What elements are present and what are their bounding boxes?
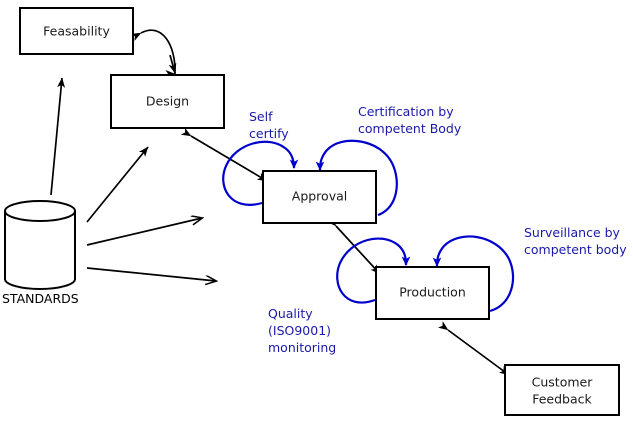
node-design-label: Design: [146, 94, 189, 109]
datastore-standards-label: STANDARDS: [2, 291, 79, 306]
datastore-standards[interactable]: STANDARDS: [2, 200, 79, 306]
node-customer-feedback-label-line2: Feedback: [532, 392, 592, 407]
connection-standards-to-feasability: [50, 77, 66, 196]
connection-standards-to-design: [86, 146, 149, 223]
annotation-self-certify: Self certify: [249, 109, 289, 141]
node-feasability[interactable]: Feasability: [19, 7, 134, 55]
loop-certification-competent-body: [315, 139, 398, 217]
node-customer-feedback-label-line1: Customer: [532, 375, 594, 390]
connection-production-customer-feedback: [437, 321, 510, 376]
annotation-quality-line1: Quality: [268, 306, 313, 321]
annotation-quality-line3: monitoring: [268, 340, 336, 355]
annotation-quality-line2: (ISO9001): [268, 323, 331, 338]
connection-standards-to-approval: [86, 218, 202, 246]
annotation-surveillance-line2: competent body: [524, 242, 627, 257]
annotation-surveillance-competent-body: Surveillance by competent body: [524, 225, 627, 257]
annotation-surveillance-line1: Surveillance by: [524, 225, 621, 240]
loop-surveillance-competent-body: [432, 235, 515, 313]
node-design[interactable]: Design: [110, 74, 225, 129]
node-approval-label: Approval: [292, 189, 347, 204]
node-production-label: Production: [399, 285, 466, 300]
connection-standards-to-production: [86, 267, 216, 281]
node-approval[interactable]: Approval: [262, 170, 377, 224]
annotation-self-certify-line2: certify: [249, 126, 289, 141]
annotation-certification-competent-body: Certification by competent Body: [358, 104, 462, 136]
node-production[interactable]: Production: [375, 266, 490, 320]
annotation-certification-line2: competent Body: [358, 121, 462, 136]
connection-design-to-feasability: [130, 29, 177, 75]
node-customer-feedback[interactable]: Customer Feedback: [504, 364, 620, 416]
annotation-self-certify-line1: Self: [249, 109, 273, 124]
loop-quality-monitoring: [336, 237, 411, 304]
annotation-certification-line1: Certification by: [358, 104, 454, 119]
annotation-quality-monitoring: Quality (ISO9001) monitoring: [268, 306, 336, 355]
loop-self-certify: [222, 140, 299, 206]
node-feasability-label: Feasability: [43, 24, 110, 39]
connection-approval-production: [326, 216, 381, 275]
